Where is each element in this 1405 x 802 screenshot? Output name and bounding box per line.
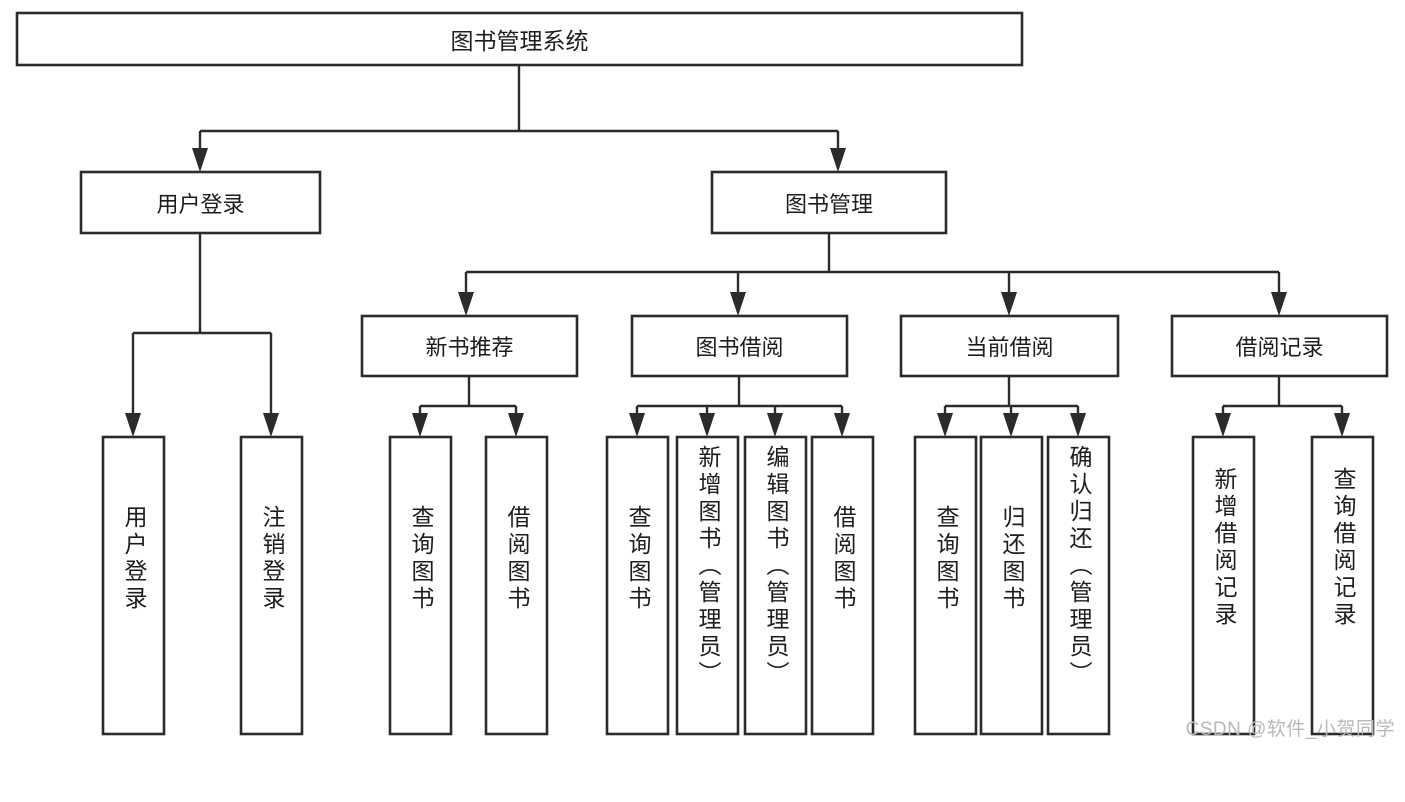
node-root[interactable] — [15, 11, 1024, 67]
leaf-box-query-book-2[interactable] — [605, 435, 670, 736]
connector-currentborrow-to-leaves — [937, 376, 1086, 437]
csdn-watermark: CSDN @软件_小贺同学 — [1185, 719, 1395, 740]
leaf-box-query-book-1[interactable] — [388, 435, 453, 736]
leaf-box-confirm-return[interactable] — [1046, 435, 1111, 736]
hierarchy-diagram: 图书管理系统 用户登录 图书管理 新书推荐 图书借阅 当前借阅 借阅记录 用户登… — [15, 11, 1395, 740]
leaf-box-user-logout[interactable] — [239, 435, 304, 736]
node-borrow-record[interactable] — [1170, 314, 1389, 378]
connector-userlogin-to-leaves — [125, 233, 279, 437]
node-user-login[interactable] — [79, 170, 322, 235]
leaf-box-return-book[interactable] — [979, 435, 1044, 736]
tree-svg-canvas — [15, 11, 1389, 736]
leaf-box-edit-book[interactable] — [743, 435, 808, 736]
leaf-box-query-book-3[interactable] — [913, 435, 978, 736]
leaf-box-borrow-book-1[interactable] — [484, 435, 549, 736]
node-book-manage[interactable] — [710, 170, 948, 235]
connector-newbook-to-leaves — [412, 376, 524, 437]
node-current-borrow[interactable] — [899, 314, 1120, 378]
leaf-box-query-record[interactable] — [1310, 435, 1375, 736]
leaf-box-add-book[interactable] — [675, 435, 740, 736]
leaf-box-user-login[interactable] — [101, 435, 166, 736]
leaf-box-borrow-book-2[interactable] — [810, 435, 875, 736]
node-book-borrow[interactable] — [630, 314, 849, 378]
leaf-box-add-record[interactable] — [1191, 435, 1256, 736]
connector-root-to-level1 — [192, 66, 846, 172]
connector-borrowrecord-to-leaves — [1215, 376, 1350, 437]
connector-bookmanage-to-level2 — [458, 233, 1287, 316]
connector-bookborrow-to-leaves — [629, 376, 850, 437]
node-new-book-recommend[interactable] — [360, 314, 579, 378]
